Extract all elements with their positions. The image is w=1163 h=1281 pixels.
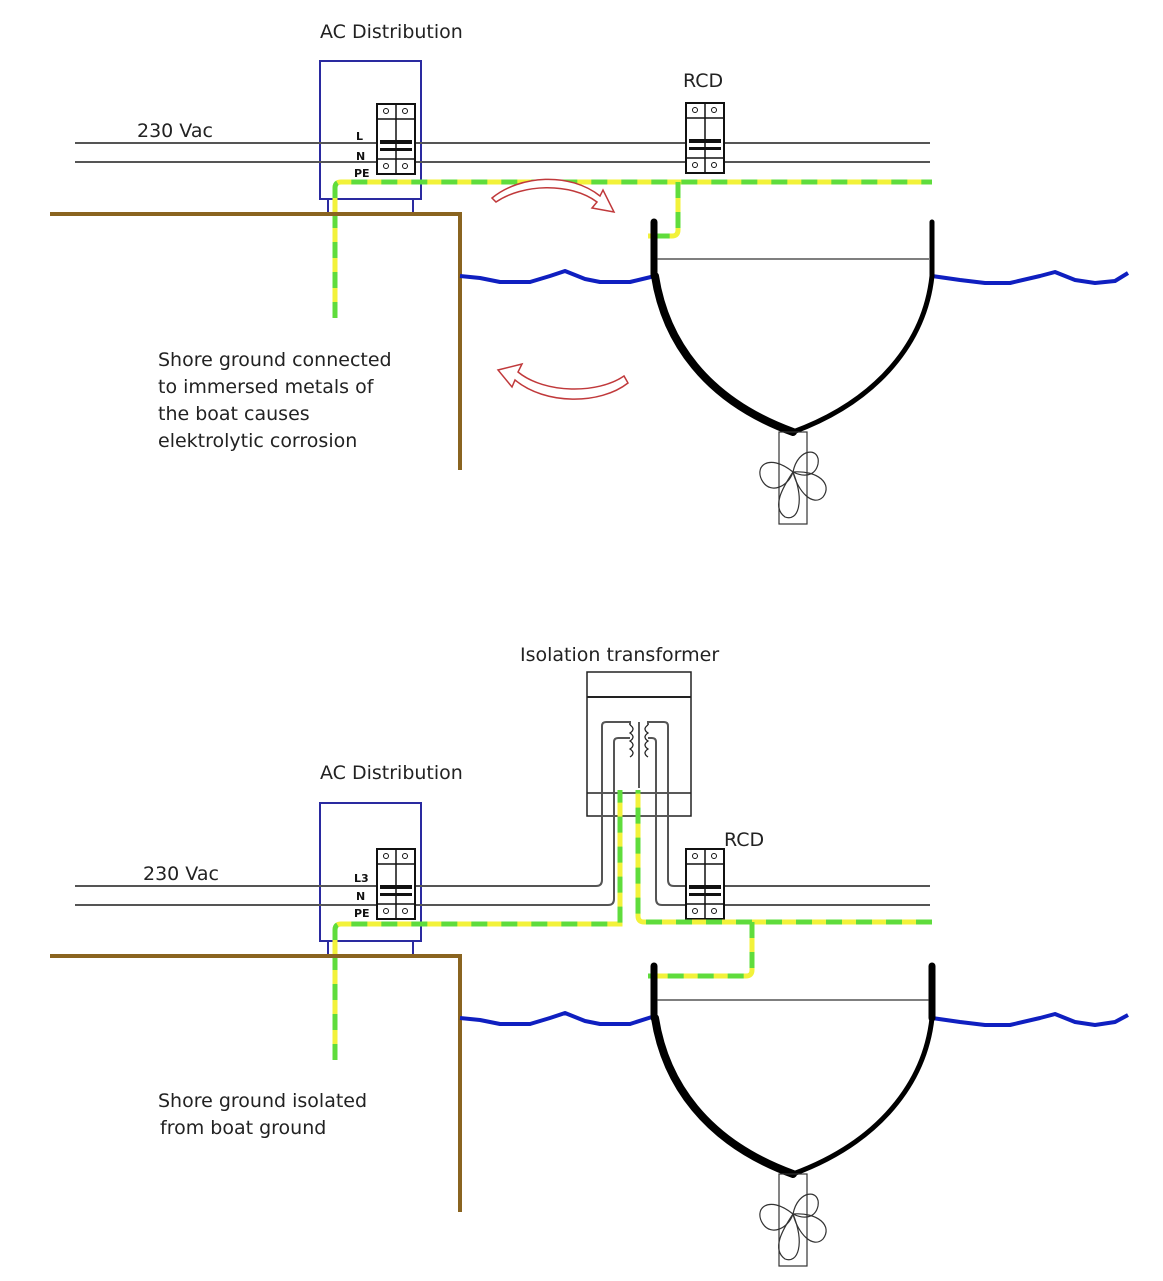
svg-text:to immersed metals of: to immersed metals of: [158, 376, 375, 398]
propeller-icon: [759, 431, 827, 525]
return-current-arrow-icon: [496, 362, 629, 400]
live-neutral-wires: [75, 721, 930, 906]
terminal-label-l: L: [356, 130, 363, 143]
shore-quay: [50, 954, 462, 1212]
svg-text:Shore ground connected: Shore ground connected: [158, 349, 392, 371]
svg-text:elektrolytic corrosion: elektrolytic corrosion: [158, 430, 357, 452]
water-right: [931, 1012, 1129, 1027]
top-caption: Shore ground connected to immersed metal…: [158, 349, 392, 452]
primary-coil-icon: [628, 724, 634, 758]
svg-text:Shore ground isolated: Shore ground isolated: [158, 1090, 367, 1112]
boat-hull: [650, 962, 936, 1178]
protective-earth-wire: [332, 790, 932, 1060]
shore-quay: [50, 212, 462, 470]
svg-text:from boat ground: from boat ground: [160, 1117, 326, 1139]
distribution-breaker-icon: [376, 848, 416, 920]
isolation-transformer-label: Isolation transformer: [520, 644, 719, 666]
water-left: [459, 1011, 656, 1026]
rcd-label: RCD: [724, 829, 764, 851]
top-diagram: AC Distribution 230 Vac RCD L N PE: [50, 21, 1130, 525]
terminal-label-n: N: [356, 150, 365, 163]
voltage-label: 230 Vac: [143, 863, 219, 885]
terminal-label-n: N: [356, 890, 365, 903]
rcd-breaker-icon: [685, 848, 725, 920]
ac-distribution-label: AC Distribution: [320, 21, 463, 43]
water-left: [459, 269, 656, 284]
voltage-label: 230 Vac: [137, 120, 213, 142]
distribution-breaker-icon: [376, 103, 416, 175]
ac-distribution-box: [319, 802, 422, 942]
svg-text:the boat causes: the boat causes: [158, 403, 310, 425]
current-arrow-icon: [490, 178, 616, 214]
protective-earth-wire: [332, 179, 932, 318]
boat-hull: [650, 218, 935, 436]
ac-distribution-box: [319, 60, 422, 200]
bottom-caption: Shore ground isolated from boat ground: [158, 1090, 367, 1139]
propeller-icon: [759, 1173, 827, 1267]
ac-distribution-label: AC Distribution: [320, 762, 463, 784]
secondary-coil-icon: [644, 724, 650, 758]
rcd-label: RCD: [683, 70, 723, 92]
terminal-label-l3: L3: [354, 872, 369, 885]
water-right: [931, 270, 1130, 285]
terminal-label-pe: PE: [354, 907, 370, 920]
terminal-label-pe: PE: [354, 167, 370, 180]
bottom-diagram: Isolation transformer AC Distribution 23…: [50, 644, 1129, 1267]
rcd-breaker-icon: [685, 102, 725, 174]
